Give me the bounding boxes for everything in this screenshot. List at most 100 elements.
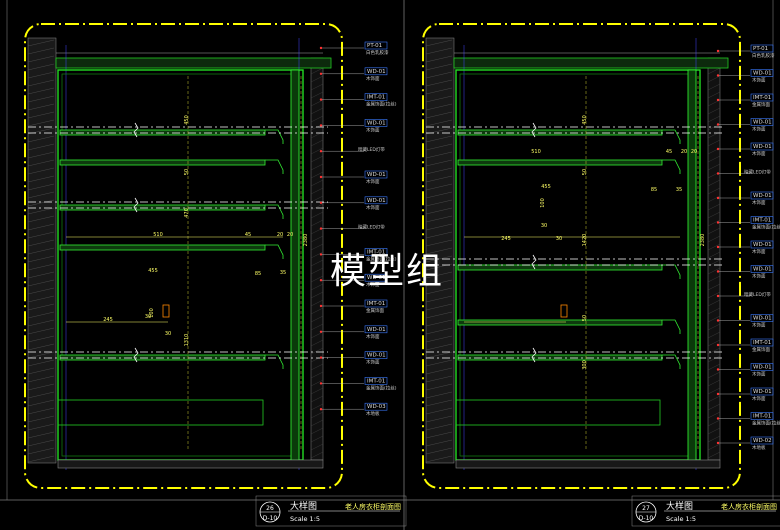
wall-hatch [310,67,324,75]
material-desc: 暗藏LED灯带 [358,146,385,153]
dimension-label: 30 [541,223,547,229]
leader-dot [716,319,720,322]
wall-hatch [707,243,721,251]
dimension-label: 245 [103,317,113,323]
wall-left [27,37,57,464]
material-code: WD-01 [367,327,386,333]
dimension-label: 30 [556,236,562,242]
wall-hatch [27,239,55,247]
wall-hatch [425,343,453,351]
wall-hatch [27,111,55,119]
wall-hatch [310,163,324,171]
wall-hatch [27,367,55,375]
wall-hatch [27,39,55,47]
wall-hatch [27,103,55,111]
wall-hatch [27,231,55,239]
material-code: IMT-01 [367,301,385,307]
wall-hatch [425,399,453,407]
drawer-box [57,399,264,426]
wall-hatch [310,115,324,123]
wall-hatch [707,451,721,459]
wall-hatch [27,55,55,63]
wall-hatch [27,455,55,463]
dimension-label: 35 [676,187,682,193]
tag-box [364,119,388,127]
wall-hatch [27,95,55,103]
wall-hatch [310,307,324,315]
material-desc: 木地板 [752,444,766,451]
wall-hatch [425,327,453,335]
material-code: WD-03 [367,404,386,410]
leader-dot [716,417,720,420]
material-desc: 暗藏LED灯带 [744,291,771,298]
material-code: WD-01 [367,69,386,75]
wall-hatch [425,319,453,327]
wall-hatch [310,323,324,331]
wall-hatch [425,287,453,295]
material-desc: 金属饰面 [366,307,384,314]
wall-hatch [425,95,453,103]
wall-hatch [425,63,453,71]
wall-hatch [310,331,324,339]
tag-box [750,412,774,420]
wall-hatch [27,255,55,263]
wall-hatch [707,363,721,371]
dimension-label: 455 [148,268,158,274]
hanger-fitting [560,304,568,318]
hanger-fitting [162,304,170,318]
wall-hatch [425,431,453,439]
wall-hatch [27,79,55,87]
leader-dot [716,294,720,298]
tag-box [750,240,774,249]
material-desc: 木饰面 [366,333,380,340]
leader-dot [319,253,323,256]
wall-hatch [425,199,453,207]
wall-hatch [27,143,55,151]
wall-hatch [425,87,453,95]
dimension-label: 85 [651,187,657,193]
material-desc: 木饰面 [752,273,766,280]
wall-hatch [27,175,55,183]
wall-hatch [707,67,721,75]
sheet-ref: D-10 [263,515,278,522]
wall-hatch [310,411,324,419]
tag-box [364,377,388,385]
wall-hatch [707,235,721,243]
material-desc: 金属饰面(拉丝) [366,255,397,262]
material-desc: 白色乳胶漆 [752,52,775,59]
watermark: 模型组 [330,251,445,292]
wall-hatch [310,427,324,435]
material-desc: 金属饰面(拉丝) [366,101,397,108]
dimension-label: 510 [153,232,163,238]
wall-hatch [310,171,324,179]
scale-label: Scale 1:5 [666,515,696,523]
sheet-ref: D-10 [639,515,654,522]
shelf-panel [457,159,663,166]
material-code: WD-01 [753,120,772,126]
dimension-label: 50 [582,315,588,321]
wall-hatch [425,191,453,199]
tag-box [364,93,388,101]
shelf-panel [59,354,266,361]
wall-hatch [27,279,55,287]
material-desc: 木饰面 [752,371,766,378]
wall-hatch [27,63,55,71]
wall-hatch [27,223,55,231]
wall-hatch [707,435,721,443]
wall-hatch [707,291,721,299]
material-code: WD-01 [753,316,772,322]
tag-box [750,265,774,273]
wall-hatch [27,359,55,367]
dimension-label: 470 [184,208,190,218]
wall-hatch [707,347,721,355]
wall-hatch [310,251,324,259]
leader-dot [716,172,720,175]
leader-dot [319,408,323,411]
dimension-label: 20 [287,232,293,238]
wall-hatch [310,203,324,211]
wall-hatch [27,151,55,159]
wall-hatch [27,47,55,55]
material-code: WD-01 [753,267,772,273]
material-code: IMT-01 [753,218,771,224]
